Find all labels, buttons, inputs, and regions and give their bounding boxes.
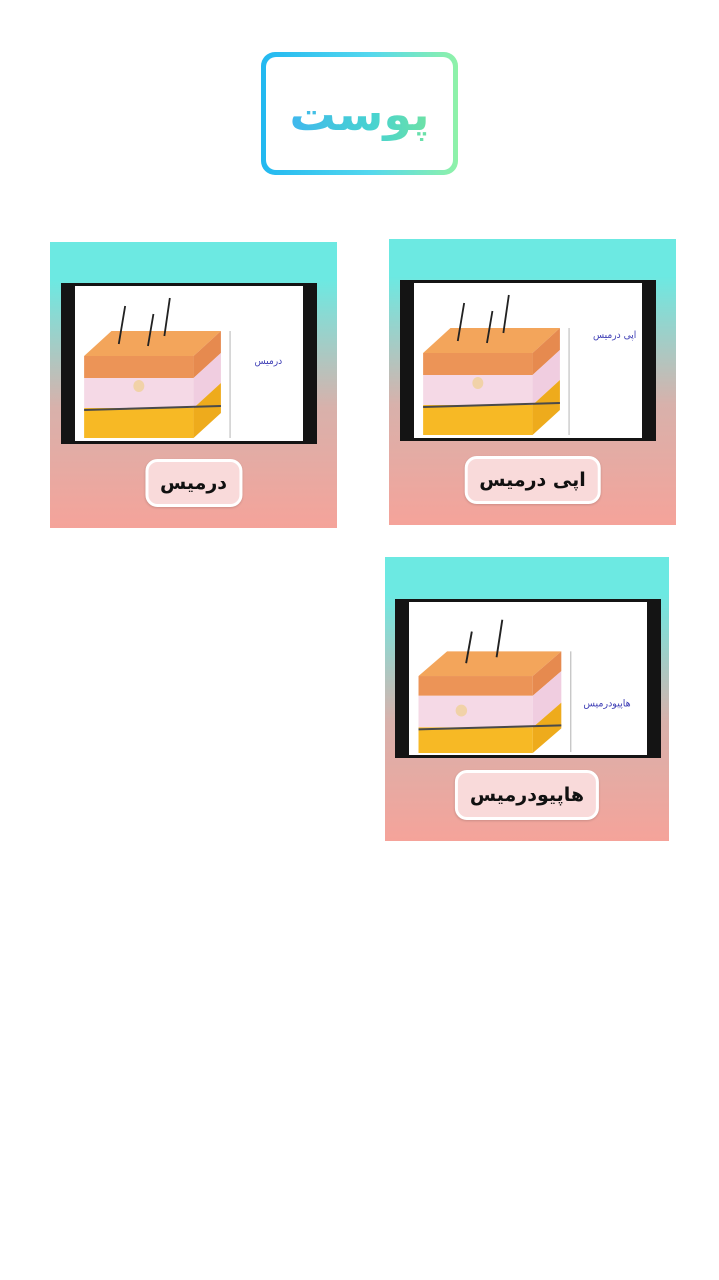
page-title-frame: پوست <box>261 52 458 175</box>
card-dermis[interactable]: درمیس درمیس <box>50 242 337 528</box>
card-epidermis[interactable]: اپی درمیس اپی درمیس <box>389 239 676 525</box>
card-label-button[interactable]: درمیس <box>144 459 243 507</box>
page-title: پوست <box>289 86 430 141</box>
skin-layers-image: هاپیودرمیس <box>395 599 661 758</box>
skin-layers-image: اپی درمیس <box>400 280 656 441</box>
card-hypodermis[interactable]: هاپیودرمیس هاپیودرمیس <box>385 557 669 841</box>
image-caption: هاپیودرمیس <box>583 698 630 709</box>
image-caption: اپی درمیس <box>593 330 636 341</box>
card-label-button[interactable]: اپی درمیس <box>464 456 601 504</box>
skin-layers-image: درمیس <box>61 283 317 444</box>
card-label-button[interactable]: هاپیودرمیس <box>454 770 600 820</box>
image-caption: درمیس <box>254 356 282 367</box>
